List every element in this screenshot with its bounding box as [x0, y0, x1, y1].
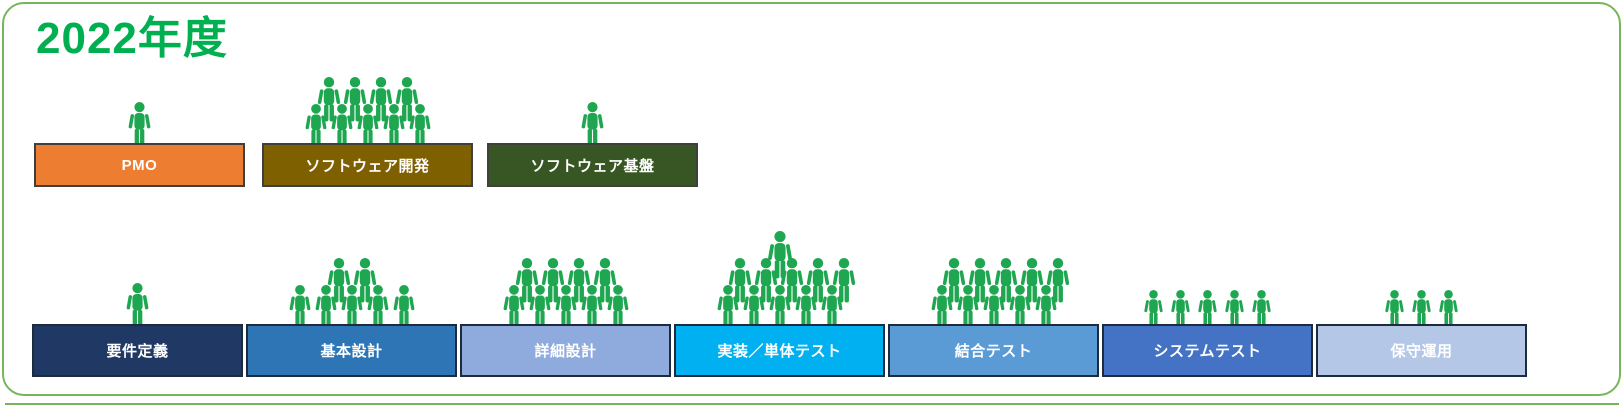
people-group-org-0 — [126, 102, 153, 146]
people-group-phase-3 — [715, 231, 858, 327]
phase-bar: 基本設計 — [246, 324, 457, 377]
person-icon — [382, 104, 405, 146]
person-icon — [742, 285, 765, 327]
people-group-phase-6 — [1383, 290, 1460, 327]
person-icon — [930, 285, 953, 327]
phase-bar: 実装／単体テスト — [674, 324, 885, 377]
phase-label: 基本設計 — [320, 343, 383, 360]
phase-bar: 保守運用 — [1316, 324, 1527, 377]
phase-bar: 詳細設計 — [460, 324, 671, 377]
person-icon — [356, 104, 379, 146]
person-icon — [794, 285, 817, 327]
org-unit-bar: ソフトウェア開発 — [262, 143, 473, 187]
person-icon — [392, 285, 415, 327]
people-group-phase-2 — [501, 258, 631, 327]
person-icon — [580, 285, 603, 327]
person-icon — [581, 102, 604, 146]
person-icon — [128, 102, 151, 146]
person-icon — [1252, 290, 1271, 327]
people-group-phase-5 — [1142, 290, 1273, 327]
person-icon — [126, 283, 149, 327]
org-unit-bar: ソフトウェア基盤 — [487, 143, 698, 187]
phase-label: システムテスト — [1153, 343, 1262, 360]
person-icon — [956, 285, 979, 327]
phase-label: 詳細設計 — [534, 343, 597, 360]
phase-bar: システムテスト — [1102, 324, 1313, 377]
person-icon — [314, 285, 337, 327]
person-icon — [1034, 285, 1057, 327]
people-group-phase-4 — [929, 258, 1072, 327]
person-icon — [820, 285, 843, 327]
person-icon — [1439, 290, 1458, 327]
person-icon — [330, 104, 353, 146]
person-icon — [606, 285, 629, 327]
person-icon — [1008, 285, 1031, 327]
phase-label: 要件定義 — [106, 343, 169, 360]
person-icon — [1198, 290, 1217, 327]
person-icon — [1412, 290, 1431, 327]
person-icon — [502, 285, 525, 327]
org-unit-label: ソフトウェア開発 — [305, 157, 430, 175]
people-group-phase-1 — [287, 258, 417, 327]
person-icon — [528, 285, 551, 327]
person-icon — [304, 104, 327, 146]
person-icon — [982, 285, 1005, 327]
phase-label: 結合テスト — [954, 343, 1033, 360]
org-unit-label: PMO — [121, 156, 158, 174]
person-icon — [340, 285, 363, 327]
people-group-org-1 — [303, 77, 433, 146]
org-unit-label: ソフトウェア基盤 — [530, 157, 655, 175]
person-icon — [408, 104, 431, 146]
phase-label: 実装／単体テスト — [717, 343, 842, 360]
person-icon — [716, 285, 739, 327]
people-group-org-2 — [579, 102, 606, 146]
person-icon — [1225, 290, 1244, 327]
person-icon — [1171, 290, 1190, 327]
person-icon — [768, 285, 791, 327]
slide-bottom-line — [5, 403, 1619, 405]
people-group-phase-0 — [124, 283, 151, 327]
person-icon — [1385, 290, 1404, 327]
person-icon — [288, 285, 311, 327]
person-icon — [366, 285, 389, 327]
phase-label: 保守運用 — [1390, 343, 1453, 360]
person-icon — [1144, 290, 1163, 327]
org-unit-bar: PMO — [34, 143, 245, 187]
page-title: 2022年度 — [36, 14, 228, 63]
phase-bar: 要件定義 — [32, 324, 243, 377]
person-icon — [554, 285, 577, 327]
phase-bar: 結合テスト — [888, 324, 1099, 377]
